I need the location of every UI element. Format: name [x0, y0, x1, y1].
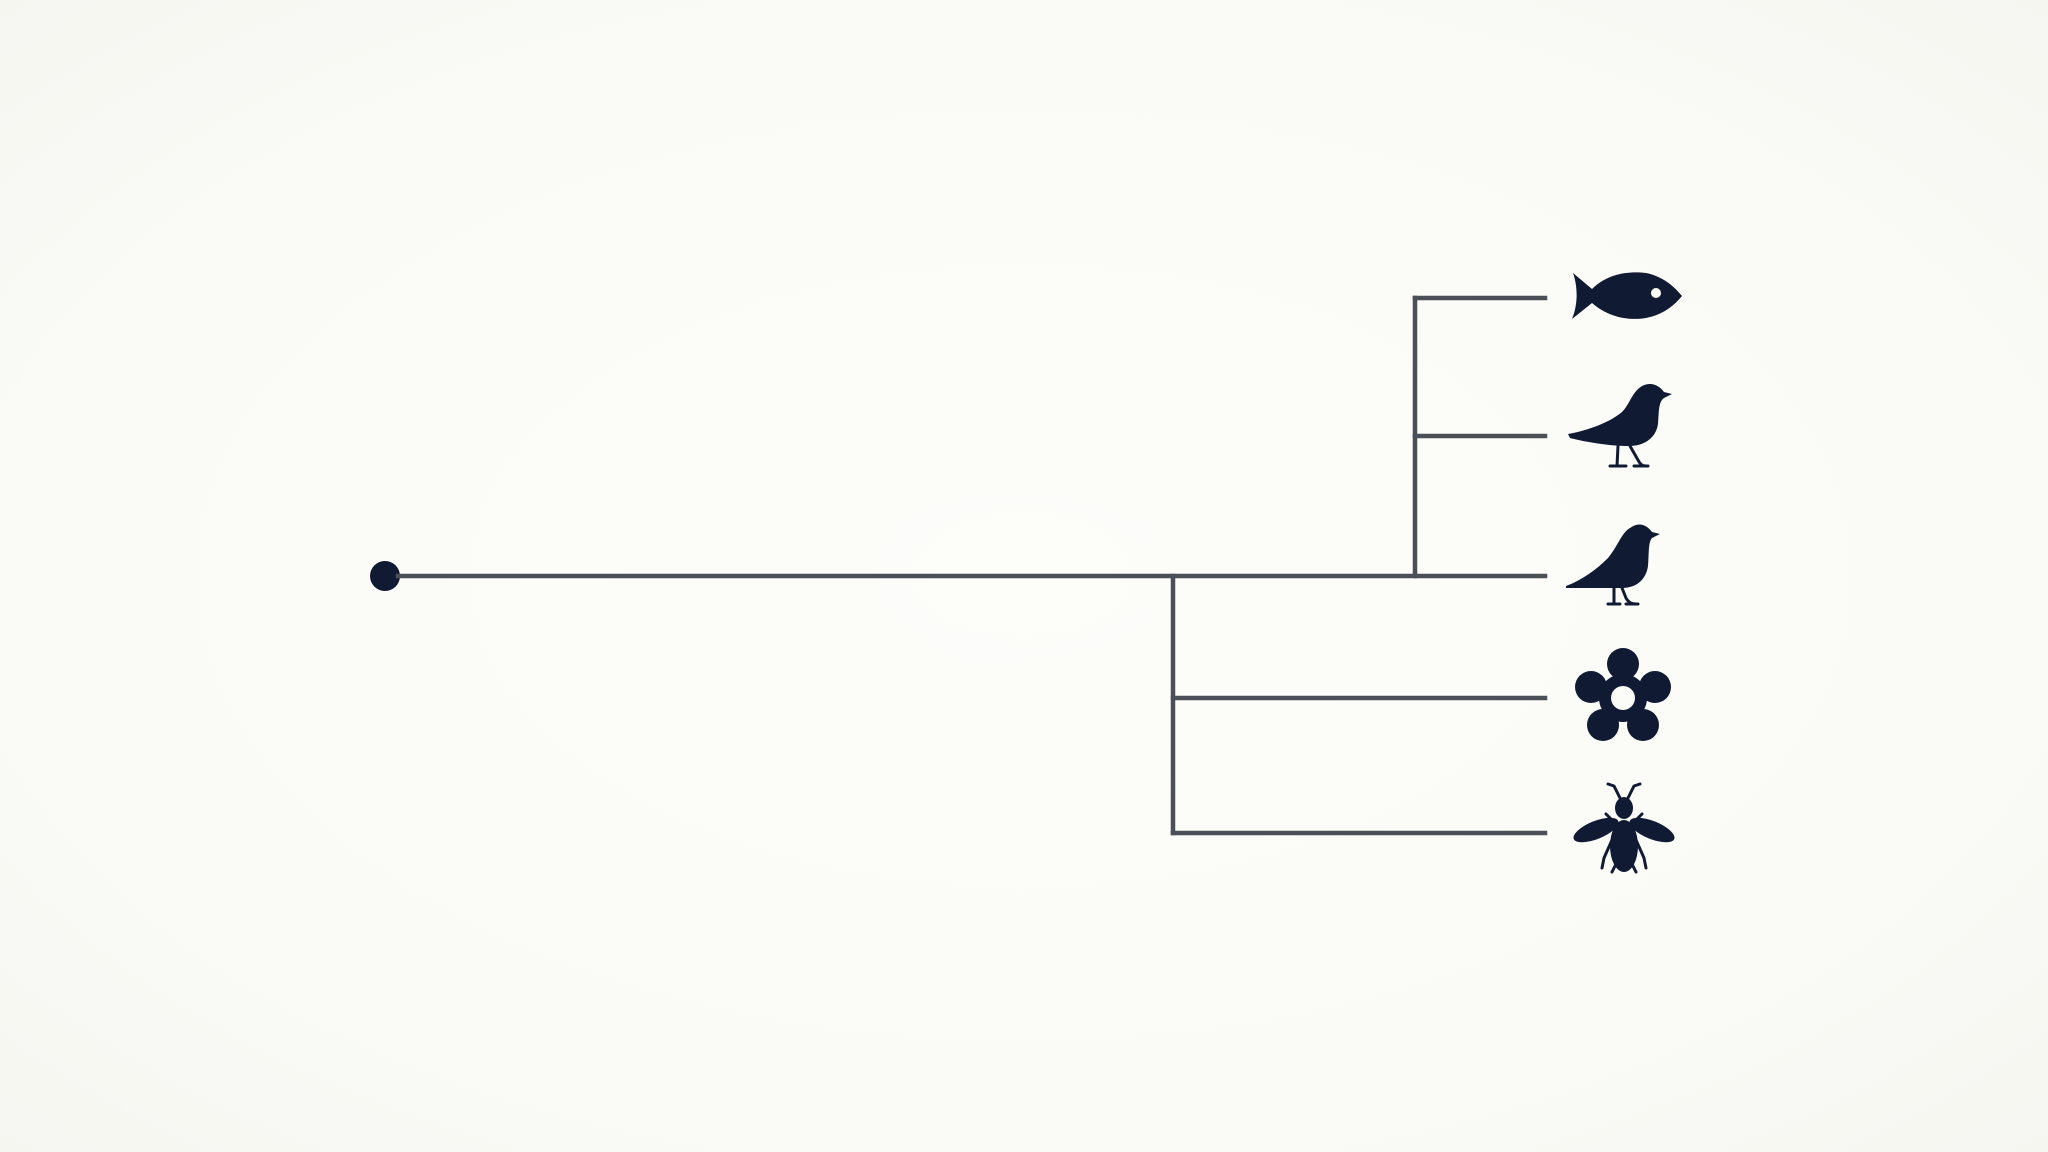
fish-icon — [1572, 272, 1682, 319]
bird-icon — [1568, 384, 1672, 468]
flower-icon — [1575, 648, 1671, 741]
insect-icon — [1573, 782, 1675, 874]
bird-icon — [1566, 524, 1660, 606]
root-node — [370, 561, 400, 591]
